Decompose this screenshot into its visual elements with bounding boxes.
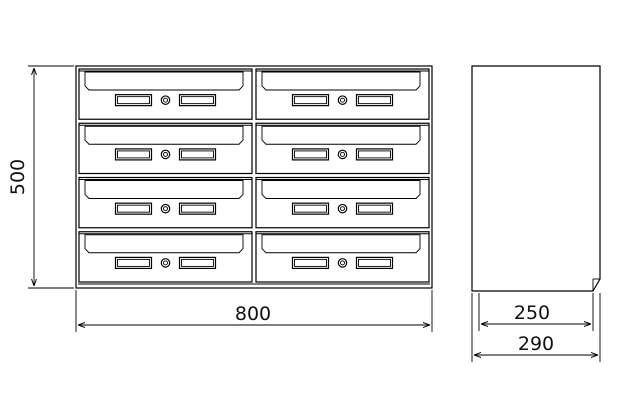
lock-keyhole-icon <box>340 260 345 266</box>
lock-keyhole-icon <box>340 206 345 212</box>
mail-slot <box>261 71 421 91</box>
name-plate-left-inner <box>117 96 150 105</box>
mailbox-door <box>78 231 253 283</box>
side-body-outline <box>471 65 601 292</box>
mailbox-door <box>255 231 430 283</box>
name-plate-left <box>291 256 330 270</box>
name-plate-right <box>178 256 217 270</box>
name-plate-left <box>114 94 153 107</box>
name-plate-left <box>114 202 153 215</box>
mailbox-door <box>78 176 253 229</box>
name-plate-left-inner <box>294 204 327 213</box>
name-plate-right-inner <box>181 150 214 159</box>
name-plate-right-inner <box>358 150 391 159</box>
depth-outer-label: 290 <box>518 333 554 355</box>
depth-outer-dimension: 290 <box>471 293 601 362</box>
mail-slot <box>84 234 244 254</box>
name-plate-right-inner <box>358 204 391 213</box>
name-plate-right-inner <box>358 96 391 105</box>
lock-icon <box>160 203 171 214</box>
lock-icon <box>337 95 348 105</box>
name-plate-left-inner <box>294 96 327 105</box>
mail-slot <box>84 180 244 199</box>
lock-icon <box>337 149 348 160</box>
depth-inner-dimension: 250 <box>478 293 594 331</box>
name-plate-right-inner <box>181 204 214 213</box>
mail-slot <box>84 125 244 145</box>
name-plate-right <box>355 148 394 161</box>
width-dimension: 800 <box>75 290 433 332</box>
mail-slot <box>261 180 421 199</box>
lock-keyhole-icon <box>163 260 168 266</box>
name-plate-right <box>355 202 394 215</box>
mailbox-grid <box>78 68 430 283</box>
name-plate-left-inner <box>117 204 150 213</box>
name-plate-left <box>291 94 330 107</box>
lock-icon <box>337 203 348 214</box>
lock-keyhole-icon <box>340 97 345 103</box>
side-view <box>471 65 601 292</box>
name-plate-right <box>178 94 217 107</box>
name-plate-left <box>291 202 330 215</box>
lock-icon <box>337 258 348 268</box>
name-plate-left <box>291 148 330 161</box>
mailbox-door <box>78 68 253 120</box>
front-outer-frame <box>75 65 433 289</box>
lock-keyhole-icon <box>163 97 168 103</box>
name-plate-right-inner <box>181 258 214 267</box>
lock-keyhole-icon <box>340 151 345 157</box>
name-plate-right-inner <box>181 96 214 105</box>
mail-slot <box>261 234 421 254</box>
name-plate-right <box>355 256 394 270</box>
name-plate-left <box>114 256 153 270</box>
lock-icon <box>160 258 171 268</box>
depth-inner-label: 250 <box>514 302 550 324</box>
width-label: 800 <box>235 303 271 325</box>
lock-icon <box>160 149 171 160</box>
mail-slot <box>84 71 244 91</box>
name-plate-left-inner <box>117 258 150 267</box>
name-plate-right-inner <box>358 258 391 267</box>
mailbox-door <box>255 68 430 120</box>
name-plate-right <box>355 94 394 107</box>
lock-keyhole-icon <box>163 206 168 212</box>
name-plate-left <box>114 148 153 161</box>
front-view <box>75 65 433 289</box>
mailbox-door <box>78 122 253 175</box>
mailbox-door <box>255 122 430 175</box>
mailbox-door <box>255 176 430 229</box>
mail-slot <box>261 125 421 145</box>
name-plate-left-inner <box>117 150 150 159</box>
name-plate-right <box>178 202 217 215</box>
lock-keyhole-icon <box>163 151 168 157</box>
height-dimension: 500 <box>7 65 74 289</box>
name-plate-left-inner <box>294 258 327 267</box>
name-plate-left-inner <box>294 150 327 159</box>
name-plate-right <box>178 148 217 161</box>
lock-icon <box>160 95 171 105</box>
height-label: 500 <box>7 159 29 195</box>
